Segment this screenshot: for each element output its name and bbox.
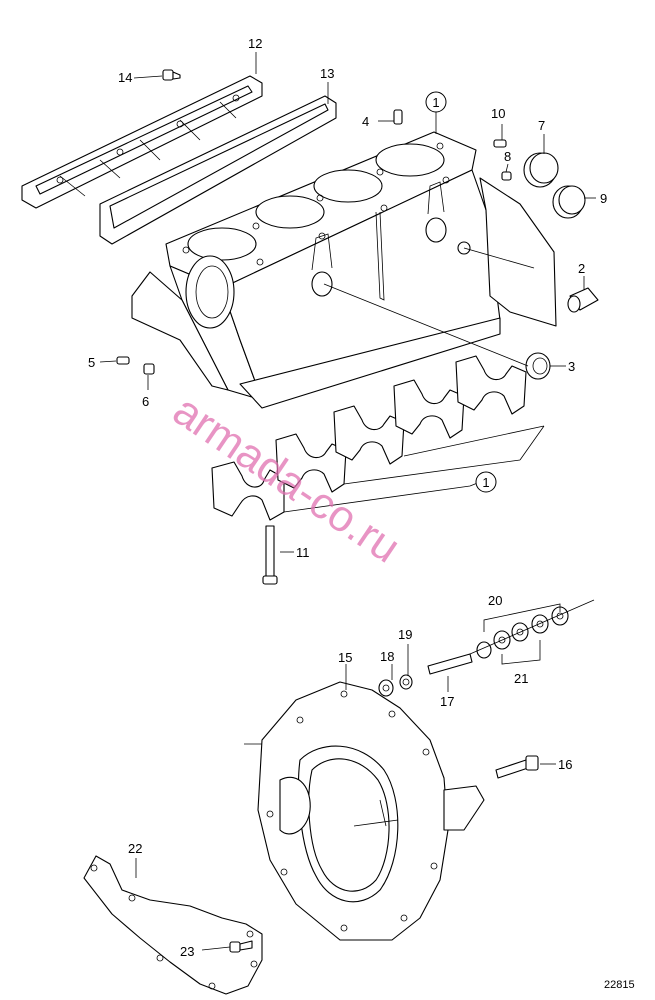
callout-16: 16: [558, 757, 572, 772]
svg-text:1: 1: [432, 95, 439, 110]
callout-23: 23: [180, 944, 194, 959]
seal-ring-3: [525, 352, 551, 380]
callout-1-block: 1: [425, 91, 447, 113]
callout-17: 17: [440, 694, 454, 709]
callout-3: 3: [568, 359, 575, 374]
callout-1-caps: 1: [475, 471, 497, 493]
dowel-pin-4: [393, 109, 403, 125]
callout-19: 19: [398, 627, 412, 642]
callout-14: 14: [118, 70, 132, 85]
callout-4: 4: [362, 114, 369, 129]
nuts-washers-20-21: [476, 606, 569, 659]
callout-2: 2: [578, 261, 585, 276]
callout-7: 7: [538, 118, 545, 133]
callout-5: 5: [88, 355, 95, 370]
watermark: armada-co.ru: [164, 386, 408, 573]
gasket-12: [21, 75, 263, 209]
plug-8: [501, 171, 512, 181]
callout-18: 18: [380, 649, 394, 664]
main-bearing-caps: [211, 355, 527, 521]
bolt-16: [495, 755, 539, 779]
callout-10: 10: [491, 106, 505, 121]
core-plug-9: [552, 185, 586, 219]
flywheel-housing: [257, 681, 485, 941]
cylinder-block: [131, 131, 557, 409]
callout-21: 21: [514, 671, 528, 686]
callout-15: 15: [338, 650, 352, 665]
washer-19: [399, 674, 413, 690]
bolt-11: [262, 525, 278, 585]
callout-6: 6: [142, 394, 149, 409]
callout-12: 12: [248, 36, 262, 51]
fitting-2: [567, 287, 599, 313]
callout-13: 13: [320, 66, 334, 81]
gasket-13: [99, 95, 337, 245]
svg-text:1: 1: [482, 475, 489, 490]
callout-8: 8: [504, 149, 511, 164]
callout-9: 9: [600, 191, 607, 206]
stud-10: [493, 139, 507, 148]
bolt-23: [229, 940, 253, 953]
bolt-14: [162, 69, 181, 81]
dowel-5: [116, 356, 130, 365]
cover-plate-22: [83, 855, 263, 995]
washer-18: [378, 679, 394, 697]
core-plug-7: [523, 152, 559, 188]
leader-lines: [99, 52, 596, 951]
plug-6: [143, 363, 155, 375]
callout-22: 22: [128, 841, 142, 856]
figure-number: 22815: [604, 979, 635, 991]
callout-20: 20: [488, 593, 502, 608]
stud-17: [427, 653, 473, 675]
callout-11: 11: [296, 545, 310, 560]
